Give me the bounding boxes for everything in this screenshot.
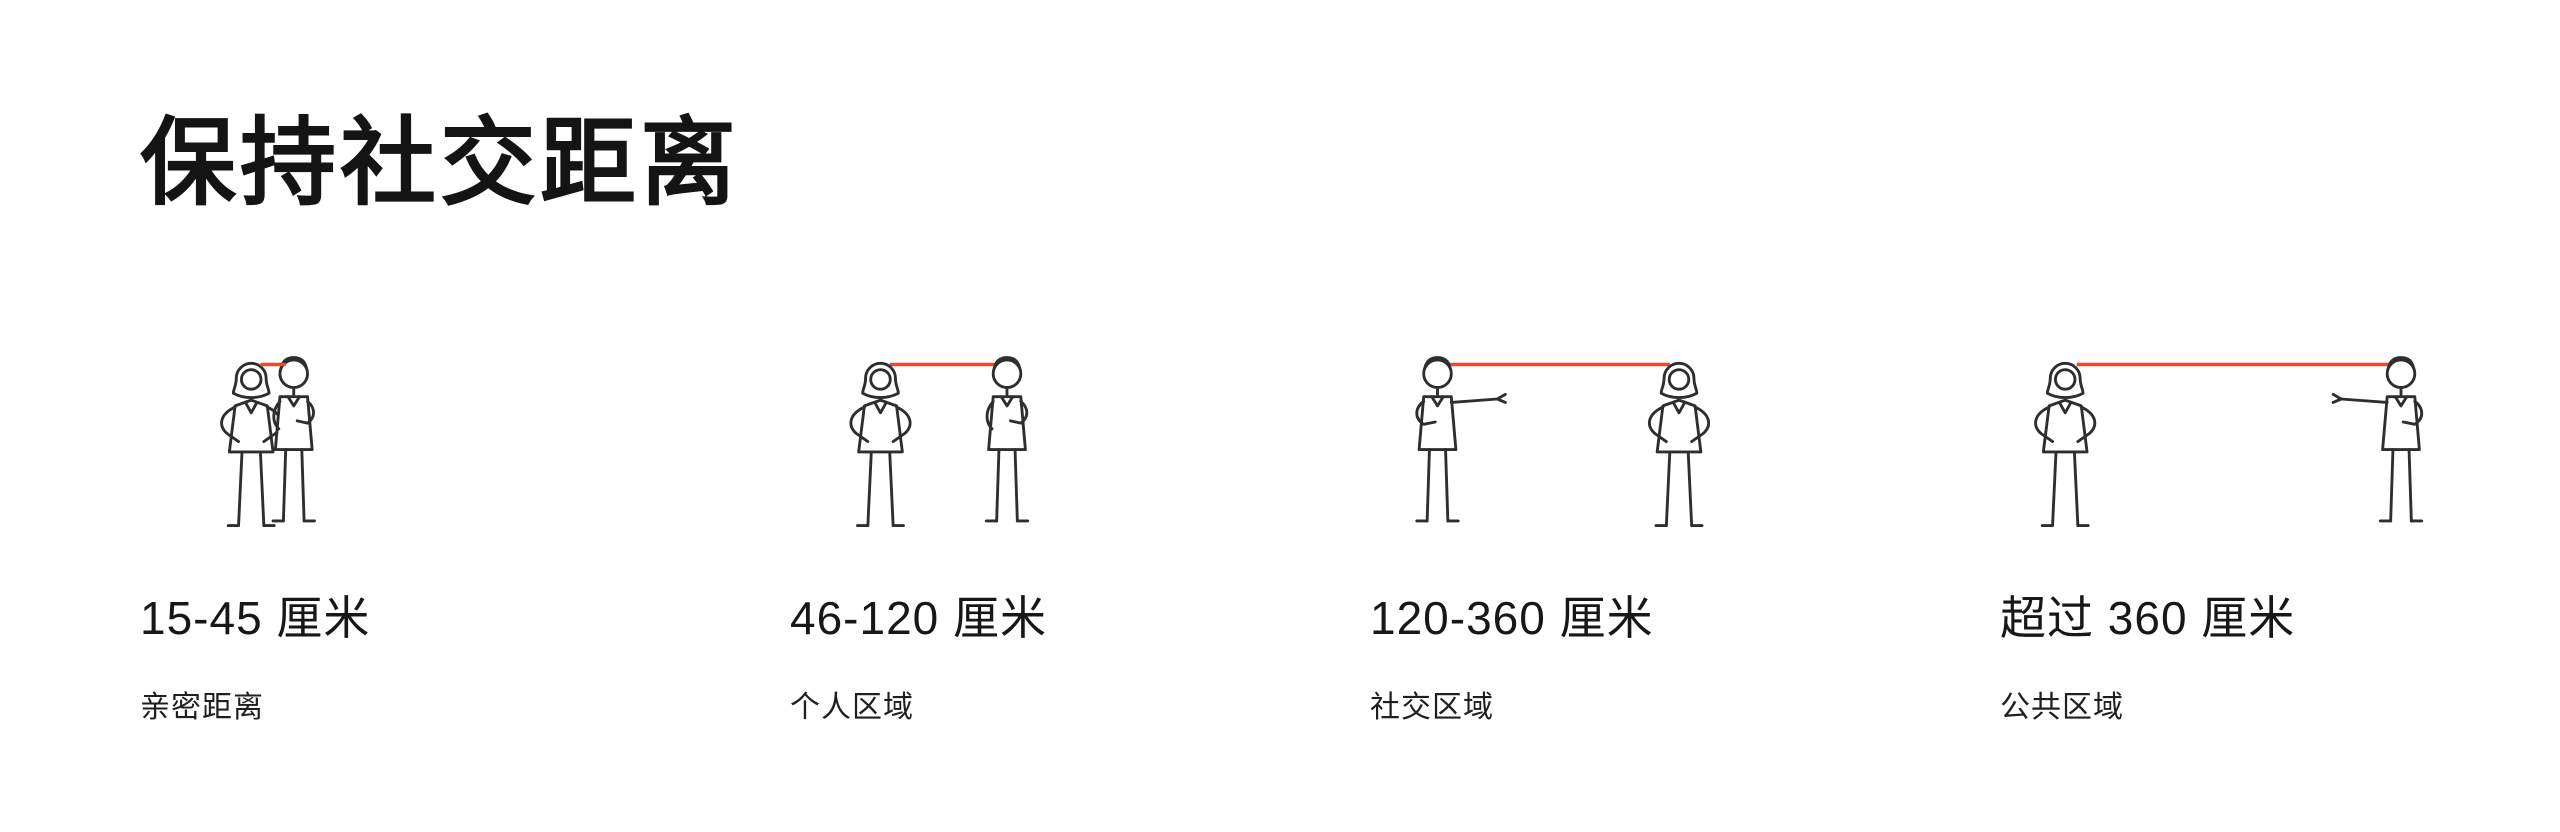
person-figure (2331, 356, 2424, 523)
zone-label: 个人区域 (790, 691, 914, 724)
zone-label: 公共区域 (2000, 691, 2124, 724)
zone-panel-personal: 46-120 厘米 个人区域 (790, 330, 1260, 726)
person-figure (220, 361, 283, 527)
zone-label: 社交区域 (1370, 691, 1494, 724)
zone-distance: 120-360 厘米 (1370, 592, 1654, 644)
two-people-standing-very-close-icon (150, 330, 610, 560)
two-people-short-distance-icon (800, 330, 1260, 560)
person-figure (2034, 361, 2097, 527)
zone-distance: 15-45 厘米 (140, 592, 371, 644)
zone-panel-intimate: 15-45 厘米 亲密距离 (140, 330, 610, 726)
person-figure (1647, 361, 1711, 527)
person-figure (984, 356, 1030, 523)
person-figure (1415, 356, 1507, 523)
two-people-far-apart-icon (2010, 330, 2520, 560)
person-figure (849, 361, 912, 527)
zone-distance: 超过 360 厘米 (2000, 592, 2296, 644)
two-people-medium-distance-icon (1380, 330, 1890, 560)
zone-distance: 46-120 厘米 (790, 592, 1048, 644)
zone-label: 亲密距离 (140, 691, 264, 724)
person-figure (271, 356, 316, 523)
zone-panel-social: 120-360 厘米 社交区域 (1370, 330, 1890, 726)
page-title: 保持社交距离 (140, 110, 740, 218)
zone-panel-public: 超过 360 厘米 公共区域 (2000, 330, 2520, 726)
